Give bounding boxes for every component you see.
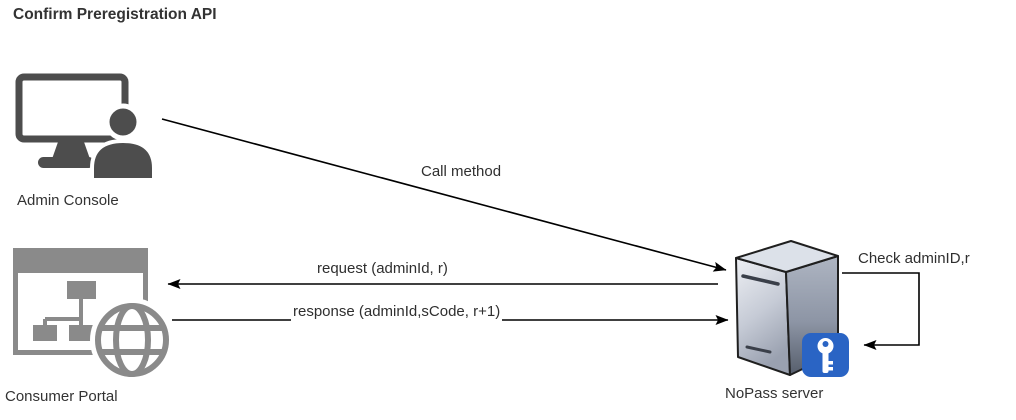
browser-window-sitemap-globe-icon [13, 248, 174, 382]
node-admin-console [12, 68, 162, 180]
nopass-server-label: NoPass server [724, 385, 825, 403]
sitemap-right-box [69, 325, 93, 341]
monitor-stand [52, 142, 90, 159]
globe-halo [90, 298, 174, 382]
call-method-edge-label: Call method [419, 163, 504, 181]
admin-console-label: Admin Console [16, 192, 120, 210]
node-nopass-server [723, 235, 858, 385]
user-body-icon [90, 138, 156, 180]
node-consumer-portal [10, 243, 180, 393]
user-head-icon [104, 103, 142, 141]
globe-icon [95, 303, 169, 377]
request-edge-label: request (adminId, r) [315, 260, 450, 278]
server-top-face [735, 240, 839, 273]
consumer-portal-label: Consumer Portal [4, 388, 119, 406]
check-edge-label: Check adminID,r [856, 250, 972, 268]
diagram-title: Confirm Preregistration API [13, 6, 217, 23]
sitemap-left-box [33, 325, 57, 341]
sitemap-top-box [67, 281, 96, 299]
server-slot-bottom [745, 345, 772, 354]
response-edge-label: response (adminId,sCode, r+1) [291, 303, 503, 321]
monitor-base [38, 157, 94, 168]
server-slot-top [741, 274, 780, 286]
server-3d-with-key-badge-icon [735, 240, 849, 377]
sitemap-connectors [43, 298, 83, 325]
key-icon [817, 338, 834, 373]
call-method-arrow [161, 118, 727, 272]
monitor-with-user-icon [15, 73, 156, 180]
check-self-loop-arrow [842, 272, 920, 350]
browser-title-bar [13, 248, 148, 273]
